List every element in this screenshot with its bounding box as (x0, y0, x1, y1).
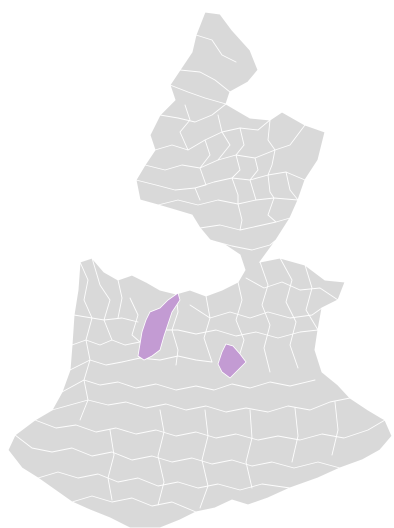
highlighted-region-west[interactable] (137, 292, 181, 361)
state-outline (7, 11, 393, 528)
highlighted-region-center[interactable] (217, 343, 247, 379)
municipal-boundaries (14, 34, 386, 513)
